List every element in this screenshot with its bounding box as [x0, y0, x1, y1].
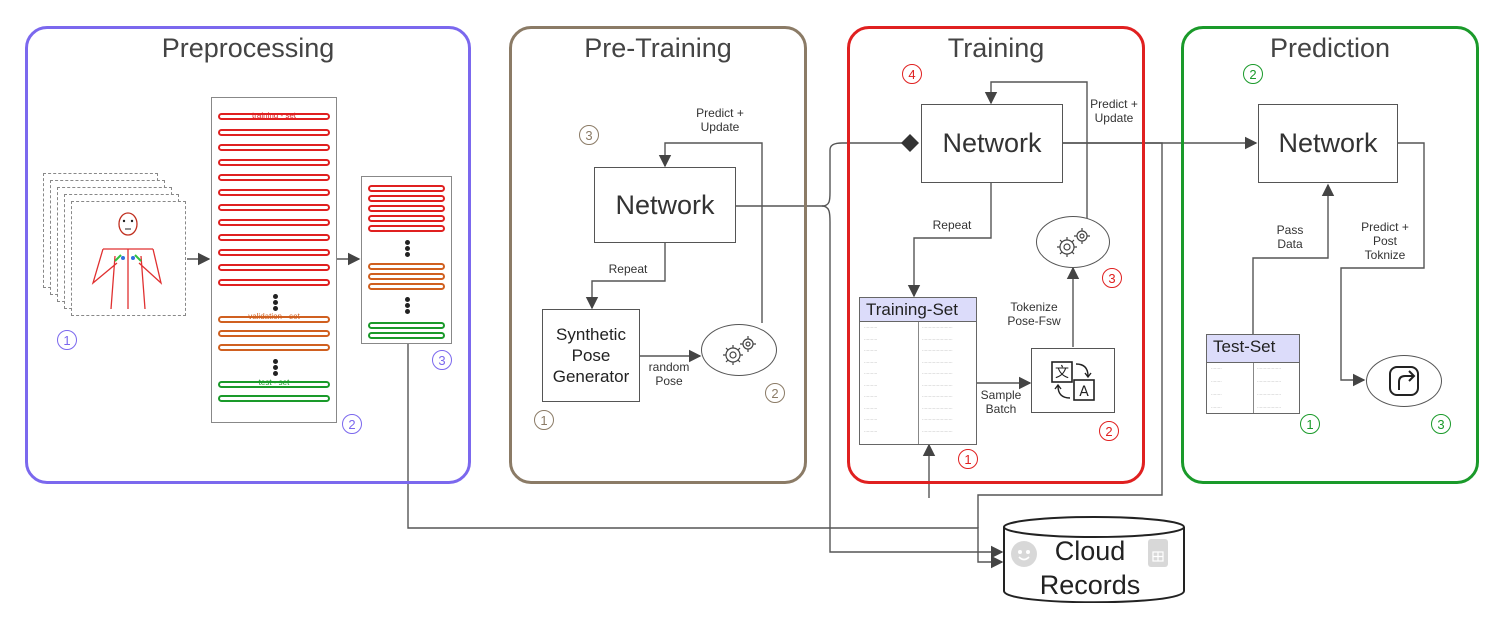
share-output-node [1366, 355, 1442, 407]
pretraining-network-box: Network [594, 167, 736, 243]
diamond-marker [901, 134, 919, 152]
batch-column [361, 176, 452, 344]
badge-pretraining-1: 1 [534, 410, 554, 430]
line-tr-repeat [907, 183, 992, 298]
badge-pretraining-2: 2 [765, 383, 785, 403]
tr-predict-update-label: Predict + Update [1090, 97, 1138, 125]
gears-icon [1057, 228, 1090, 257]
tr-training-gears [1036, 216, 1110, 268]
badge-training-2: 2 [1099, 421, 1119, 441]
badge-training-3: 3 [1102, 268, 1122, 288]
line-pt-repeat [585, 243, 666, 310]
pt-random-pose-label: random Pose [648, 360, 690, 388]
pt-training-gears [701, 324, 777, 376]
line-pass-data [1252, 183, 1335, 334]
test-set-table: Test-Set ·························· ····… [1206, 334, 1300, 414]
line-predict-post [1340, 142, 1425, 387]
panel-title-prediction: Prediction [1269, 33, 1391, 63]
badge-prediction-3: 3 [1431, 414, 1451, 434]
panel-title-pretraining: Pre-Training [584, 33, 732, 63]
tr-repeat-label: Repeat [932, 218, 972, 232]
dataset-splits-column: training - set validation - set test - s… [211, 97, 337, 423]
cloud-records-label: Cloud Records [1039, 536, 1141, 600]
spreadsheet-icon [1148, 539, 1168, 567]
panel-title-training: Training [947, 33, 1045, 63]
huggingface-icon [1011, 541, 1037, 567]
tr-tokenize-label: Tokenize Pose-Fsw [1007, 300, 1061, 328]
gears-icon [723, 336, 756, 365]
panel-title-preprocessing: Preprocessing [161, 33, 335, 63]
line-pt-network-to-cloud [821, 205, 1004, 559]
svg-text:文: 文 [1055, 365, 1069, 381]
tr-sample-batch-label: Sample Batch [980, 388, 1022, 416]
panel-pretraining: Pre-Training [509, 26, 807, 484]
training-set-table: Training-Set ···························… [859, 297, 977, 445]
tokenizer-box: 文 A [1031, 348, 1115, 413]
panel-prediction: Prediction [1181, 26, 1479, 484]
line-tr-predict-update [984, 81, 1088, 230]
pred-pass-data-label: Pass Data [1276, 223, 1304, 251]
test-set-title: Test-Set [1207, 335, 1299, 363]
badge-preprocessing-2: 2 [342, 414, 362, 434]
pt-predict-update-label: Predict + Update [696, 106, 744, 134]
share-icon [1389, 366, 1419, 396]
training-set-label: training - set [251, 111, 297, 120]
translate-icon: 文 A [1051, 360, 1095, 401]
badge-prediction-1: 1 [1300, 414, 1320, 434]
validation-set-label: validation - set [248, 312, 300, 321]
pt-repeat-label: Repeat [608, 262, 648, 276]
pose-skeleton-icon [91, 212, 163, 310]
synthetic-pose-generator-box: Synthetic Pose Generator [542, 309, 640, 402]
prediction-network-box: Network [1258, 104, 1398, 183]
pred-predict-post-label: Predict + Post Toknize [1361, 220, 1409, 262]
cloud-records-cylinder [1003, 516, 1185, 603]
panel-preprocessing: Preprocessing [25, 26, 471, 484]
line-pt-predict-update [658, 142, 763, 323]
test-set-label: test - set [258, 378, 290, 387]
badge-training-4: 4 [902, 64, 922, 84]
line-pt-to-training-network [736, 142, 908, 207]
badge-preprocessing-3: 3 [432, 350, 452, 370]
svg-text:A: A [1079, 384, 1089, 400]
badge-pretraining-3: 3 [579, 125, 599, 145]
training-network-box: Network [921, 104, 1063, 183]
badge-training-1: 1 [958, 449, 978, 469]
line-tr-network-to-cloud [977, 142, 1163, 528]
badge-prediction-2: 2 [1243, 64, 1263, 84]
training-set-title: Training-Set [860, 298, 976, 322]
badge-preprocessing-1: 1 [57, 330, 77, 350]
panel-training: Training [847, 26, 1145, 484]
